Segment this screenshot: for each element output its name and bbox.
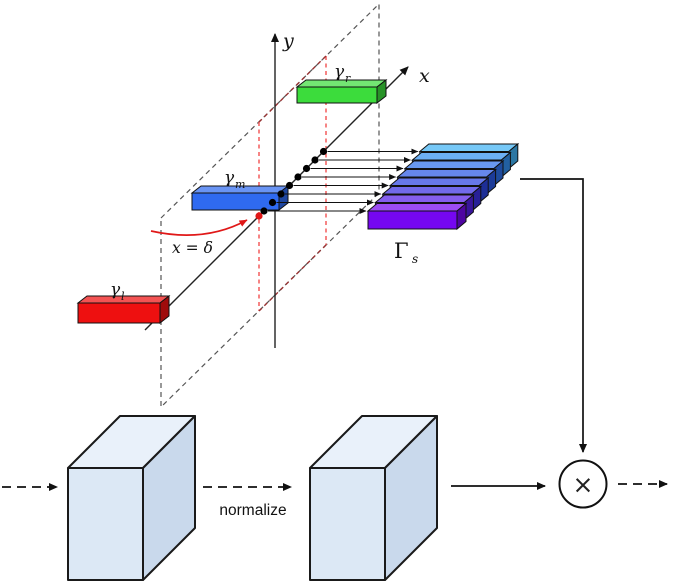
y-axis-label: y: [282, 30, 294, 52]
gamma-l-label: γ: [110, 280, 121, 300]
gamma-l-subscript: l: [121, 290, 125, 303]
delta-slice-top-overlap: [258, 55, 327, 123]
delta-dot: [255, 212, 263, 220]
sample-dot: [260, 207, 268, 215]
x-axis-label: x: [419, 65, 430, 87]
stack-bars: [366, 142, 520, 231]
delta-label: x = δ: [172, 239, 213, 257]
sample-dot: [285, 181, 294, 190]
gamma-r-subscript: r: [345, 72, 351, 85]
sample-dot: [294, 173, 302, 181]
delta-slice-bottom-overlap: [258, 244, 327, 312]
gamma-r-bar: [295, 78, 388, 105]
sample-dot: [268, 198, 277, 207]
bar-labels: γ l γ m γ r: [110, 62, 351, 303]
gamma-m-label: γ: [224, 168, 235, 188]
gamma-bars: [76, 78, 388, 325]
stack-bar-0: [366, 202, 468, 231]
sample-dot: [302, 164, 311, 173]
sample-dot: [319, 147, 328, 156]
cube-1: [67, 415, 196, 581]
normalize-label: normalize: [219, 502, 286, 519]
delta-arrow: [150, 219, 248, 236]
cube-2: [309, 415, 438, 581]
sample-dots: [260, 147, 328, 215]
multiply-icon: ×: [573, 470, 594, 499]
gamma-l-bar: [76, 294, 171, 325]
multiply-node: ×: [558, 459, 608, 509]
sample-dot: [277, 190, 285, 198]
stack-label: Γ: [394, 239, 409, 263]
stack-subscript: s: [412, 252, 418, 266]
gamma-m-subscript: m: [235, 178, 245, 191]
sample-dot: [311, 156, 319, 164]
transfer-arrows: [268, 148, 419, 214]
gamma-r-label: γ: [334, 62, 345, 82]
elbow-connector: [520, 178, 587, 453]
